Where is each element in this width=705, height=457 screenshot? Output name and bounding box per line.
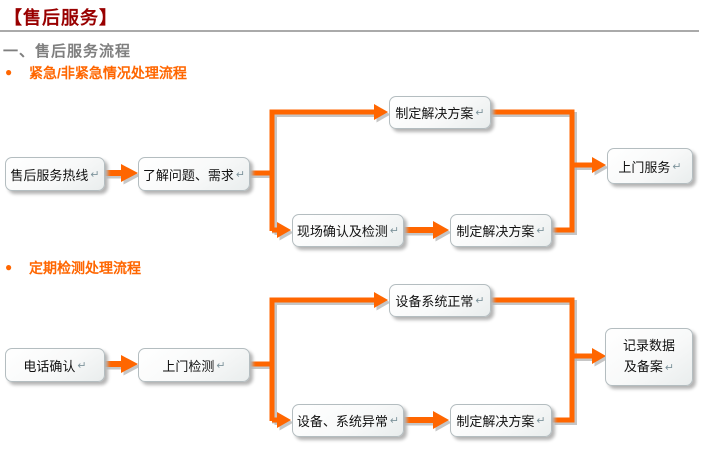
return-mark: ↵ xyxy=(90,168,100,181)
flow-node-label: 记录数据 xyxy=(622,338,675,353)
title-divider xyxy=(0,30,699,32)
flow-node-label: 电话确认 xyxy=(23,358,76,374)
flow-node-onsite-check: 现场确认及检测↵ xyxy=(292,214,404,247)
return-mark: ↵ xyxy=(216,359,226,372)
page-title: 【售后服务】 xyxy=(4,8,118,28)
return-mark: ↵ xyxy=(389,225,400,237)
return-mark: ↵ xyxy=(664,362,675,374)
bullet-icon: ● xyxy=(5,65,13,79)
bullet-icon: ● xyxy=(5,260,13,274)
flow-node-label: 制定解决方案 xyxy=(456,414,535,429)
flow-node-label: 上门检测 xyxy=(162,358,215,374)
flow-node-system-abnormal: 设备、系统异常↵ xyxy=(292,404,404,437)
flow-node-label: 了解问题、需求 xyxy=(142,167,234,183)
section-heading: 一、售后服务流程 xyxy=(3,43,132,60)
flow-node-plan-top: 制定解决方案↵ xyxy=(389,96,491,129)
flowchart1-heading: 紧急/非紧急情况处理流程 xyxy=(29,65,187,81)
return-mark: ↵ xyxy=(77,359,87,372)
flow-node-plan-bottom2: 制定解决方案↵ xyxy=(450,404,552,437)
flow-node-record: 记录数据 及备案↵ xyxy=(605,328,693,386)
flow-node-label-line2: 及备案↵ xyxy=(624,356,674,379)
flow-node-label: 现场确认及检测 xyxy=(296,224,388,239)
flow-node-door-check: 上门检测↵ xyxy=(138,348,250,382)
return-mark: ↵ xyxy=(672,160,682,173)
flow-node-label: 售后服务热线 xyxy=(10,167,89,183)
return-mark: ↵ xyxy=(475,295,485,307)
flow-node-label: 设备、系统异常 xyxy=(296,414,388,429)
return-mark: ↵ xyxy=(536,225,546,237)
flow-node-label: 制定解决方案 xyxy=(395,106,474,121)
return-mark: ↵ xyxy=(475,107,485,119)
flow-node-phone-confirm: 电话确认↵ xyxy=(5,348,105,382)
return-mark: ↵ xyxy=(235,168,246,181)
flowchart2-heading: 定期检测处理流程 xyxy=(29,260,141,276)
flow-node-label: 上门服务 xyxy=(618,159,671,175)
flow-node-plan-bottom: 制定解决方案↵ xyxy=(450,214,552,247)
return-mark: ↵ xyxy=(389,415,400,427)
flow-node-system-normal: 设备系统正常↵ xyxy=(389,284,491,317)
flow-node-label: 制定解决方案 xyxy=(456,224,535,239)
flow-node-door-service: 上门服务↵ xyxy=(607,148,693,184)
return-mark: ↵ xyxy=(536,415,546,427)
flow-node-understand: 了解问题、需求↵ xyxy=(138,157,250,191)
flow-node-label: 设备系统正常 xyxy=(395,294,474,309)
flow-node-hotline: 售后服务热线↵ xyxy=(5,157,105,191)
flow-node-label: 及备案 xyxy=(623,359,663,374)
